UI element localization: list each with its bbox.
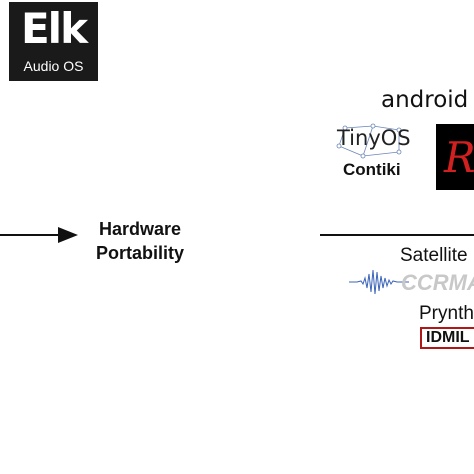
ccrma-text: CCRMA (401, 270, 474, 295)
ccrma-logo: CCRMA (349, 269, 474, 295)
hardware-label-line1: Hardware (98, 219, 182, 239)
waveform-icon (349, 269, 409, 295)
contiki-logo: Contiki (343, 160, 401, 179)
elk-audio-os-logo: Elk Audio OS (9, 2, 98, 81)
idmil-logo: IDMIL (420, 327, 474, 349)
riot-logo-glyph: R (444, 133, 474, 182)
divider-line (320, 234, 474, 236)
hardware-portability-label: Hardware Portability (80, 217, 200, 265)
elk-logo-subtitle: Audio OS (23, 58, 84, 74)
right-arrow-icon (0, 227, 78, 243)
network-graph-icon (336, 123, 402, 159)
satellite-logo: Satellite (400, 245, 468, 266)
prynth-logo: Prynth (419, 303, 474, 324)
riot-logo: R (436, 124, 474, 190)
tinyos-logo: TinyOS (333, 122, 435, 160)
elk-logo-word: Elk (20, 4, 88, 53)
hardware-label-line2: Portability (95, 243, 184, 263)
android-logo: android (381, 87, 469, 113)
tinyos-text: TinyOS (337, 126, 411, 150)
